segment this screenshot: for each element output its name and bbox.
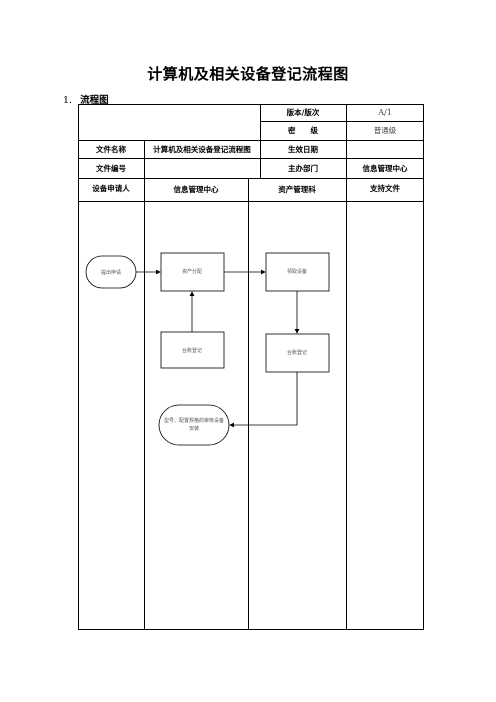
secrecy-label: 密 级 — [288, 126, 318, 135]
department-value: 信息管理中心 — [362, 163, 408, 173]
table-rule — [260, 121, 424, 122]
node-submit-label: 提出申请 — [101, 269, 121, 276]
section-heading: 1. 流程图 — [63, 92, 109, 106]
file-name-label: 文件名称 — [96, 144, 126, 154]
version-value: A/1 — [378, 108, 392, 117]
section-number: 1. — [63, 95, 73, 106]
node-install-terminal — [158, 404, 230, 446]
node-allocate-label: 资产分配 — [182, 268, 202, 275]
lane-header-asset-dept: 资产管理科 — [278, 185, 316, 194]
node-ledger-asset-label: 台账登记 — [287, 349, 307, 356]
node-ledger-asset-box — [265, 333, 330, 373]
node-receive-box — [265, 252, 330, 292]
lane-divider — [144, 178, 145, 630]
node-receive-label: 领取设备 — [287, 268, 307, 275]
node-allocate-box — [160, 252, 225, 292]
flowchart-frame — [78, 104, 424, 630]
table-rule — [144, 140, 145, 178]
table-rule — [78, 201, 424, 202]
lane-divider — [346, 178, 347, 630]
lane-header-support-docs: 支持文件 — [370, 183, 400, 193]
node-ledger-info-box — [160, 331, 225, 369]
version-label: 版本/版次 — [286, 108, 320, 117]
node-install-label-line1: 型号、配置规格的审核设备 — [164, 417, 224, 424]
node-ledger-info-label: 台账登记 — [182, 347, 202, 354]
effective-date-label: 生效日期 — [288, 144, 318, 154]
arrow-ledger-to-install — [229, 372, 298, 428]
table-rule — [346, 104, 347, 178]
lane-header-applicant: 设备申请人 — [92, 183, 130, 193]
file-number-label: 文件编号 — [96, 163, 126, 173]
department-label: 主办部门 — [288, 163, 318, 173]
table-rule — [78, 158, 424, 159]
secrecy-value: 普通级 — [373, 126, 397, 135]
lane-divider — [248, 178, 249, 630]
node-install-label-line2: 安装 — [189, 425, 199, 432]
file-name-value: 计算机及相关设备登记流程图 — [153, 144, 251, 154]
table-rule — [78, 140, 424, 141]
table-rule — [78, 178, 424, 179]
table-rule — [260, 104, 261, 178]
page-title: 计算机及相关设备登记流程图 — [147, 65, 349, 83]
section-label: 流程图 — [80, 95, 109, 106]
lane-header-info-center: 信息管理中心 — [173, 185, 219, 194]
